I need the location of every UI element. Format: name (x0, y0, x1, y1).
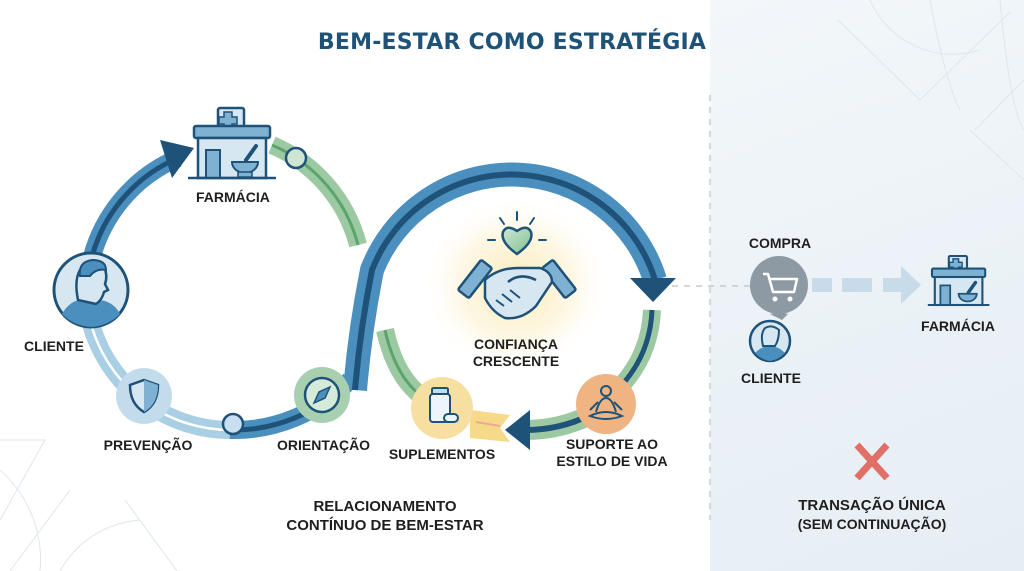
center-label: CONFIANÇA CRESCENTE (466, 336, 566, 370)
meditation-icon (576, 374, 636, 434)
node-label-suporte-line1: SUPORTE AO (565, 436, 659, 452)
shield-icon (116, 368, 172, 424)
node-label-suplementos: SUPLEMENTOS (388, 446, 496, 462)
left-caption: RELACIONAMENTO CONTÍNUO DE BEM-ESTAR (260, 497, 510, 535)
pharmacy-icon (927, 254, 990, 307)
right-caption-line1: TRANSAÇÃO ÚNICA (798, 497, 946, 514)
connector-node (284, 146, 308, 170)
yellow-band (470, 410, 510, 442)
compass-icon (294, 367, 350, 423)
node-label-compra: COMPRA (748, 235, 812, 251)
handshake-heart-icon (457, 211, 577, 320)
pharmacy-icon (188, 106, 276, 180)
person-icon (52, 251, 130, 329)
node-label-orientacao: ORIENTAÇÃO (277, 437, 371, 453)
arrowhead-left (505, 410, 530, 450)
x-mark-icon (854, 442, 890, 481)
connector-node (221, 412, 245, 436)
left-caption-line2: CONTÍNUO DE BEM-ESTAR (286, 517, 484, 534)
page-title: BEM-ESTAR COMO ESTRATÉGIA (317, 30, 707, 55)
dashed-arrow (812, 266, 921, 304)
shopping-cart-icon (750, 256, 808, 320)
center-label-line1: CONFIANÇA (474, 336, 558, 352)
right-caption: TRANSAÇÃO ÚNICA (SEM CONTINUAÇÃO) (772, 496, 972, 534)
node-label-suporte-line2: ESTILO DE VIDA (556, 453, 668, 469)
node-label-farmacia: FARMÁCIA (196, 189, 270, 205)
center-label-line2: CRESCENTE (472, 353, 560, 369)
person-icon (748, 319, 792, 363)
node-label-farmacia-right: FARMÁCIA (921, 318, 995, 334)
right-caption-line2: (SEM CONTINUAÇÃO) (797, 516, 947, 532)
supplement-bottle-icon (411, 377, 473, 439)
node-label-prevencao: PREVENÇÃO (103, 437, 193, 453)
arrowhead-to-pharmacy (160, 140, 194, 178)
arrowhead-down (630, 278, 676, 302)
node-label-cliente: CLIENTE (24, 338, 84, 354)
right-loop (343, 162, 676, 450)
node-label-cliente-right: CLIENTE (741, 370, 801, 386)
node-label-suporte: SUPORTE AO ESTILO DE VIDA (556, 436, 668, 470)
left-caption-line1: RELACIONAMENTO (313, 498, 457, 515)
